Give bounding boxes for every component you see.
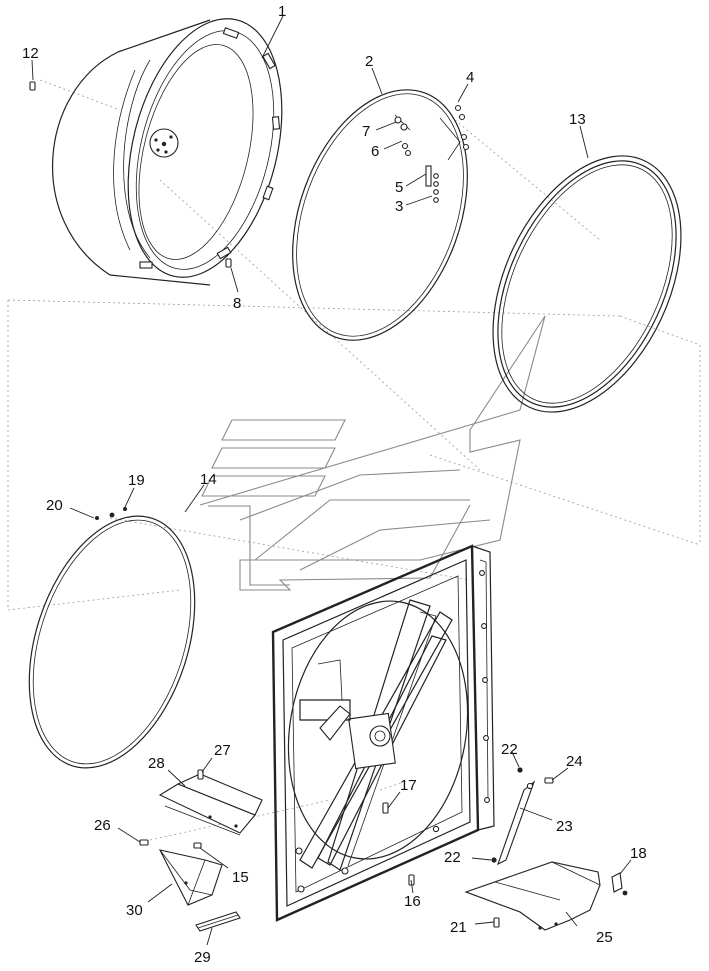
upper-slide-icon bbox=[158, 773, 263, 836]
watermark-logo bbox=[199, 315, 546, 591]
rear-drum-seal-ring-icon bbox=[292, 89, 470, 341]
leader-lines bbox=[31, 15, 632, 946]
support-bracket-icon bbox=[497, 780, 536, 866]
label-27: 27 bbox=[214, 742, 231, 759]
label-7: 7 bbox=[362, 123, 370, 140]
nut-22-lower-icon bbox=[491, 857, 497, 863]
label-12: 12 bbox=[22, 45, 39, 62]
screw-15-icon bbox=[193, 842, 202, 849]
label-8: 8 bbox=[233, 295, 241, 312]
label-4: 4 bbox=[466, 69, 474, 86]
felt-pad-icon bbox=[195, 911, 241, 932]
label-6: 6 bbox=[371, 143, 379, 160]
label-22-upper: 22 bbox=[501, 741, 518, 758]
label-22-lower: 22 bbox=[444, 849, 461, 866]
screw-17-icon bbox=[382, 802, 389, 814]
screw-24-icon bbox=[544, 777, 554, 784]
label-24: 24 bbox=[566, 753, 583, 770]
screw-8-icon bbox=[225, 258, 232, 268]
label-25: 25 bbox=[596, 929, 613, 946]
drum-icon bbox=[52, 18, 283, 286]
label-15: 15 bbox=[232, 869, 249, 886]
screw-21-icon bbox=[493, 917, 500, 928]
screw-26-icon bbox=[139, 839, 149, 846]
drum-belt-icon bbox=[492, 155, 682, 413]
screw-27-icon bbox=[197, 769, 204, 780]
label-21: 21 bbox=[450, 919, 467, 936]
front-slide-icon bbox=[464, 861, 601, 931]
screw-12-icon bbox=[29, 81, 36, 91]
lower-slide-icon bbox=[158, 849, 223, 906]
label-20: 20 bbox=[46, 497, 63, 514]
label-1: 1 bbox=[278, 3, 286, 20]
clip-icon bbox=[611, 872, 628, 896]
part-labels: 1 12 8 2 4 7 6 5 3 13 14 19 20 27 28 26 … bbox=[22, 3, 647, 966]
label-30: 30 bbox=[126, 902, 143, 919]
label-2: 2 bbox=[365, 53, 373, 70]
front-panel-assembly-icon bbox=[271, 544, 495, 922]
label-13: 13 bbox=[569, 111, 586, 128]
front-drum-seal-ring-icon bbox=[28, 507, 196, 769]
label-17: 17 bbox=[400, 777, 417, 794]
label-18: 18 bbox=[630, 845, 647, 862]
label-23: 23 bbox=[556, 818, 573, 835]
label-19: 19 bbox=[128, 472, 145, 489]
label-5: 5 bbox=[395, 179, 403, 196]
label-16: 16 bbox=[404, 893, 421, 910]
nut-22-upper-icon bbox=[517, 767, 523, 773]
label-14: 14 bbox=[200, 471, 217, 488]
label-28: 28 bbox=[148, 755, 165, 772]
label-3: 3 bbox=[395, 198, 403, 215]
label-26: 26 bbox=[94, 817, 111, 834]
label-29: 29 bbox=[194, 949, 211, 966]
